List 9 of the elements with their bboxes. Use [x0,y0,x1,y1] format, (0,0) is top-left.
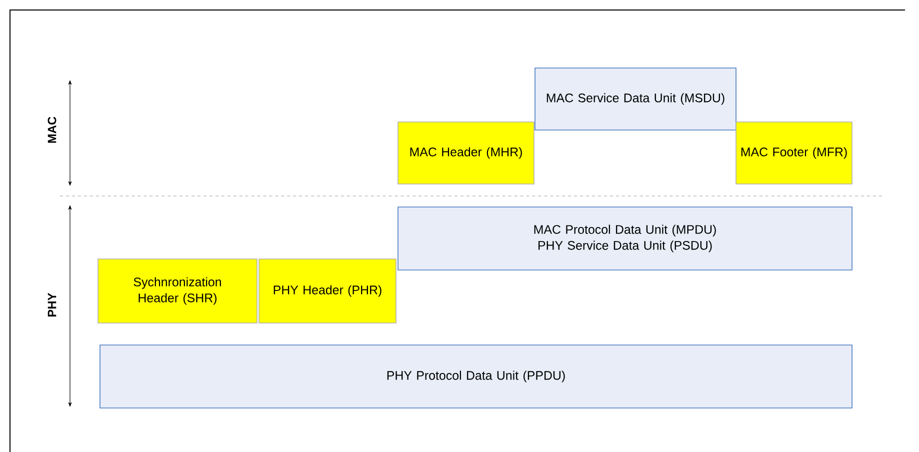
header-box: Sychnronization Header (SHR) [98,258,258,324]
data-unit-box: MAC Service Data Unit (MSDU) [534,68,736,130]
layer-label: MAC [48,116,56,143]
header-box: MAC Header (MHR) [398,122,534,184]
data-unit-box: MAC Protocol Data Unit (MPDU) PHY Service Data Unit (PSDU) [398,206,852,270]
footer-box: MAC Footer (MFR) [736,122,852,184]
data-unit-box: PHY Protocol Data Unit (PPDU) [100,344,852,408]
header-box: PHY Header (PHR) [258,258,396,324]
layer-label: PHY [48,292,56,316]
